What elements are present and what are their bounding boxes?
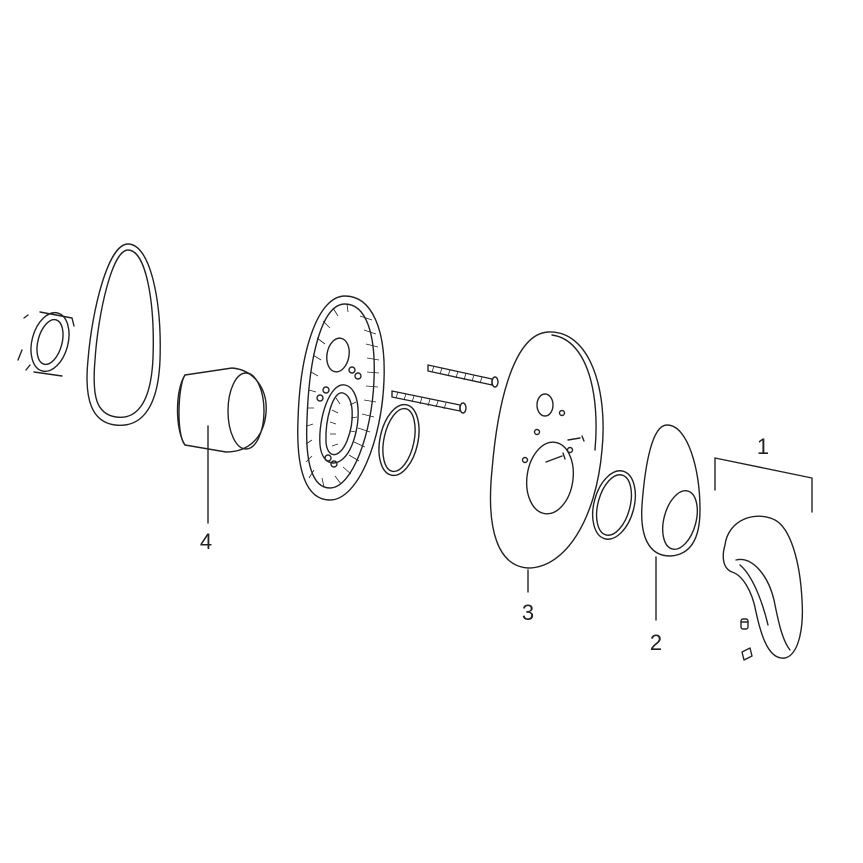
backplate [297, 295, 385, 501]
long-screws [391, 364, 499, 414]
callout-1: 1 [757, 434, 769, 459]
callout-4: 4 [200, 529, 212, 554]
callout-leaders [207, 425, 813, 621]
small-o-ring [591, 470, 637, 540]
backplate-bolts [316, 366, 362, 468]
set-screw [740, 618, 753, 661]
escutcheon [641, 424, 701, 557]
callout-3: 3 [522, 600, 534, 625]
backplate-teeth [329, 397, 358, 447]
cover-plate [489, 331, 604, 569]
oval-gasket [86, 243, 161, 426]
lever-handle [722, 515, 804, 659]
retaining-clip [17, 311, 75, 377]
o-ring [378, 403, 420, 477]
backplate-hatching [305, 303, 380, 488]
callout-2: 2 [650, 630, 662, 655]
sleeve [176, 367, 267, 453]
